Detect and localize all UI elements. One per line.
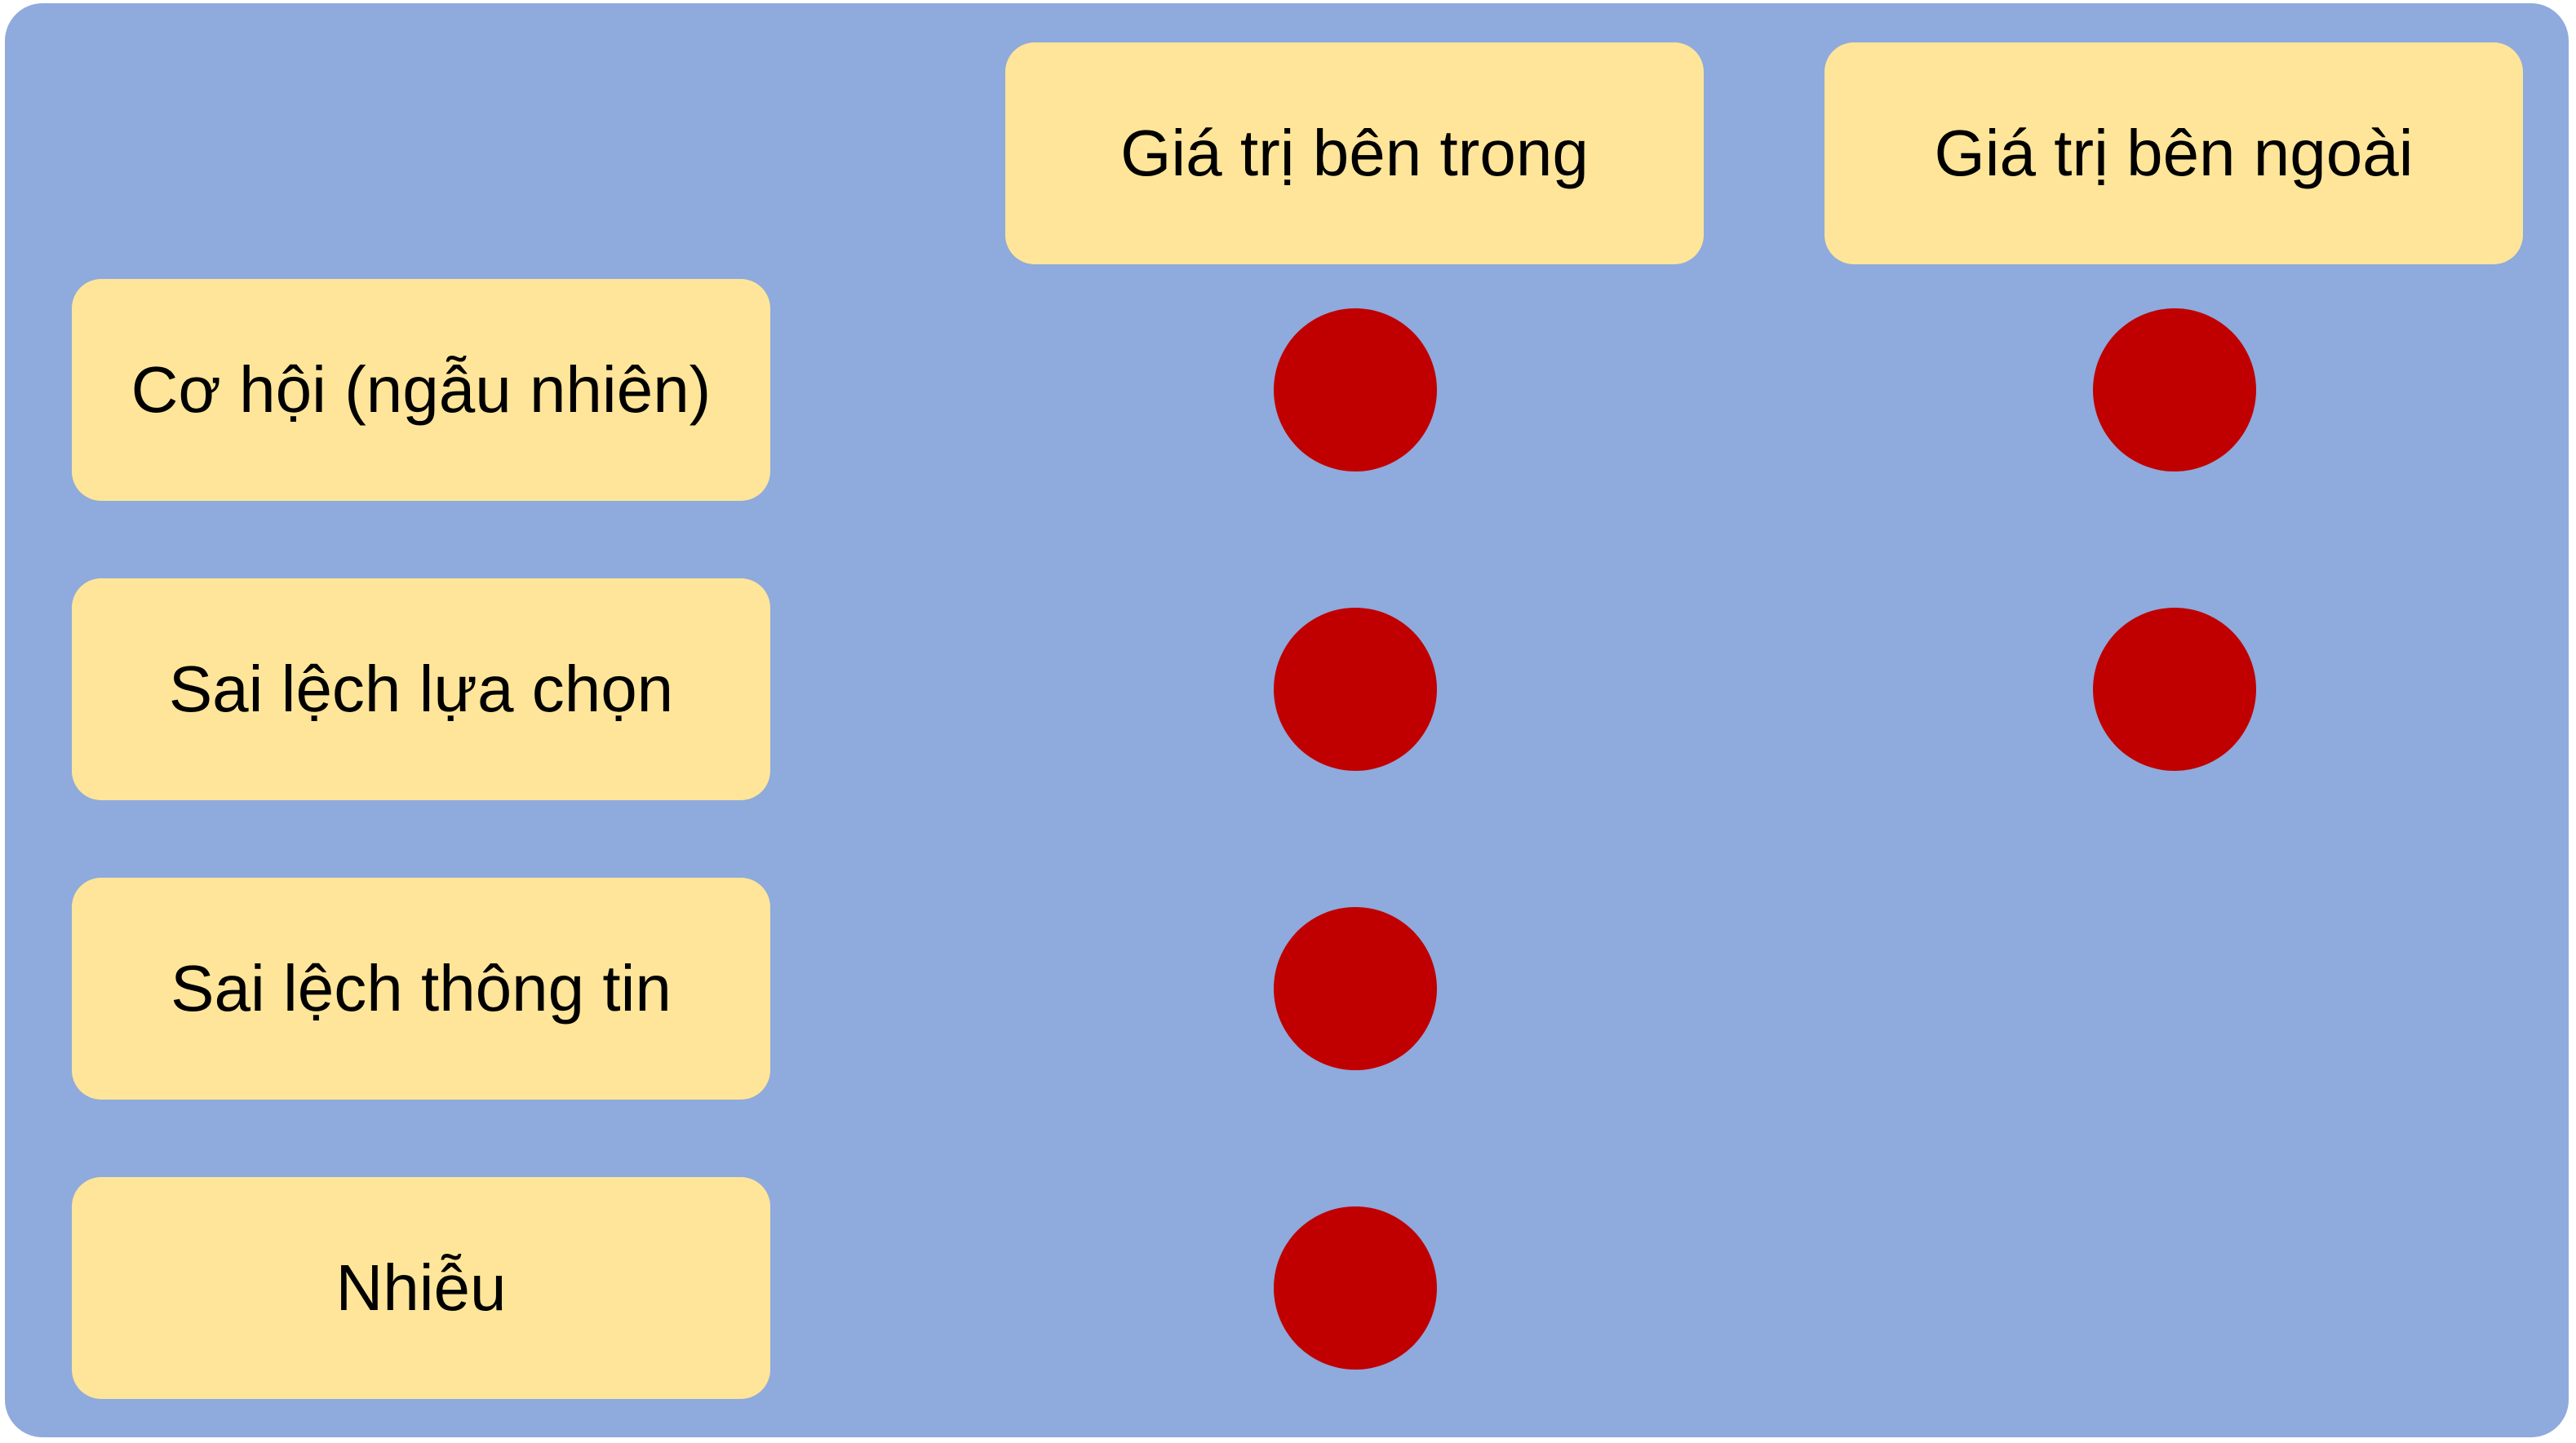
matrix-panel: Giá trị bên trong Giá trị bên ngoài Cơ h… bbox=[5, 3, 2569, 1437]
marker-chance-external bbox=[2093, 308, 2256, 471]
column-header-internal-validity: Giá trị bên trong bbox=[1005, 42, 1704, 264]
row-label-selection-bias: Sai lệch lựa chọn bbox=[72, 578, 770, 800]
row-label-confounding: Nhiễu bbox=[72, 1177, 770, 1399]
row-label-information-bias: Sai lệch thông tin bbox=[72, 878, 770, 1100]
row-label-chance: Cơ hội (ngẫu nhiên) bbox=[72, 279, 770, 501]
column-header-external-validity: Giá trị bên ngoài bbox=[1824, 42, 2523, 264]
marker-selection-bias-internal bbox=[1274, 608, 1437, 771]
marker-confounding-internal bbox=[1274, 1206, 1437, 1370]
marker-chance-internal bbox=[1274, 308, 1437, 471]
marker-information-bias-internal bbox=[1274, 907, 1437, 1070]
marker-selection-bias-external bbox=[2093, 608, 2256, 771]
